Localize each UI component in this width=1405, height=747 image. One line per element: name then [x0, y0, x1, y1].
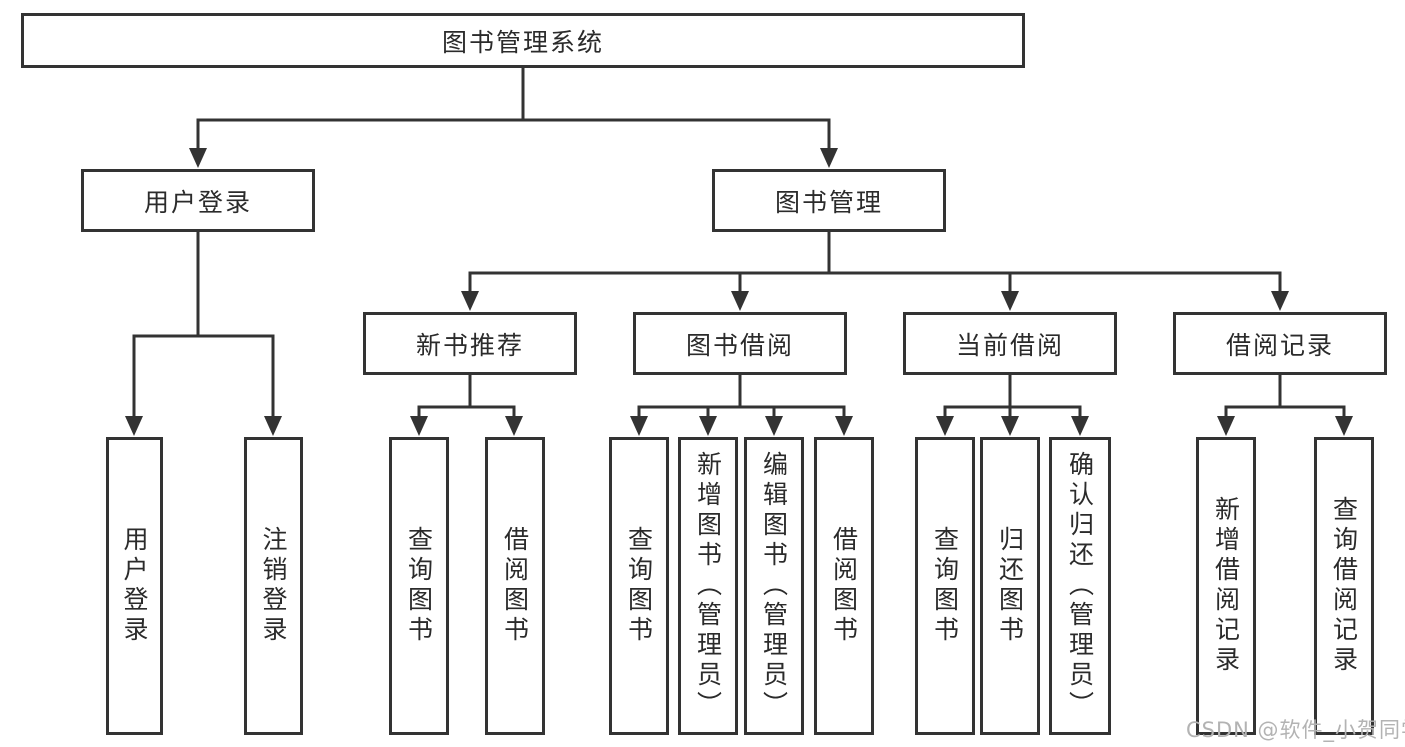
arrow-down-icon [936, 416, 954, 436]
node-root: 图书管理系统 [21, 13, 1025, 68]
arrow-down-icon [264, 416, 282, 436]
arrow-down-icon [1217, 416, 1235, 436]
watermark: CSDN @软件_小贺同学 [1186, 718, 1405, 742]
node-label: 编辑图书（管理员） [759, 451, 789, 721]
node-label: 确认归还（管理员） [1065, 451, 1095, 721]
node-borrow-books-2: 借阅图书 [814, 437, 874, 735]
arrow-down-icon [1001, 416, 1019, 436]
arrow-down-icon [461, 291, 479, 311]
arrow-down-icon [835, 416, 853, 436]
arrow-down-icon [125, 416, 143, 436]
node-label: 查询借阅记录 [1329, 496, 1359, 676]
node-logout: 注销登录 [244, 437, 303, 735]
node-label: 查询图书 [930, 526, 960, 646]
node-query-books-3: 查询图书 [915, 437, 975, 735]
node-label: 借阅图书 [500, 526, 530, 646]
node-return-books: 归还图书 [980, 437, 1040, 735]
arrow-down-icon [189, 148, 207, 168]
node-edit-books-admin: 编辑图书（管理员） [744, 437, 804, 735]
node-user-login: 用户登录 [81, 169, 315, 232]
node-add-books-admin: 新增图书（管理员） [678, 437, 738, 735]
node-label: 用户登录 [120, 526, 149, 646]
node-borrow-books-1: 借阅图书 [485, 437, 545, 735]
arrow-down-icon [1335, 416, 1353, 436]
node-label: 注销登录 [259, 526, 288, 646]
node-query-books-1: 查询图书 [389, 437, 449, 735]
arrow-down-icon [731, 291, 749, 311]
node-add-borrow-record: 新增借阅记录 [1196, 437, 1256, 735]
node-confirm-return-admin: 确认归还（管理员） [1049, 437, 1111, 735]
node-new-book-recommendation: 新书推荐 [363, 312, 577, 375]
arrow-down-icon [1271, 291, 1289, 311]
arrow-down-icon [699, 416, 717, 436]
arrow-down-icon [1071, 416, 1089, 436]
arrow-down-icon [410, 416, 428, 436]
node-current-borrowing: 当前借阅 [903, 312, 1117, 375]
node-label: 查询图书 [404, 526, 434, 646]
node-query-borrow-record: 查询借阅记录 [1314, 437, 1374, 735]
arrow-down-icon [820, 148, 838, 168]
node-query-books-2: 查询图书 [609, 437, 669, 735]
node-label: 归还图书 [995, 526, 1025, 646]
arrow-down-icon [1001, 291, 1019, 311]
node-label: 新增借阅记录 [1211, 496, 1241, 676]
node-book-borrowing: 图书借阅 [633, 312, 847, 375]
node-book-management: 图书管理 [712, 169, 946, 232]
node-borrowing-records: 借阅记录 [1173, 312, 1387, 375]
node-user-login-action: 用户登录 [106, 437, 163, 735]
arrow-down-icon [765, 416, 783, 436]
node-label: 查询图书 [624, 526, 654, 646]
arrow-down-icon [630, 416, 648, 436]
node-label: 新增图书（管理员） [693, 451, 723, 721]
arrow-down-icon [505, 416, 523, 436]
node-label: 借阅图书 [829, 526, 859, 646]
